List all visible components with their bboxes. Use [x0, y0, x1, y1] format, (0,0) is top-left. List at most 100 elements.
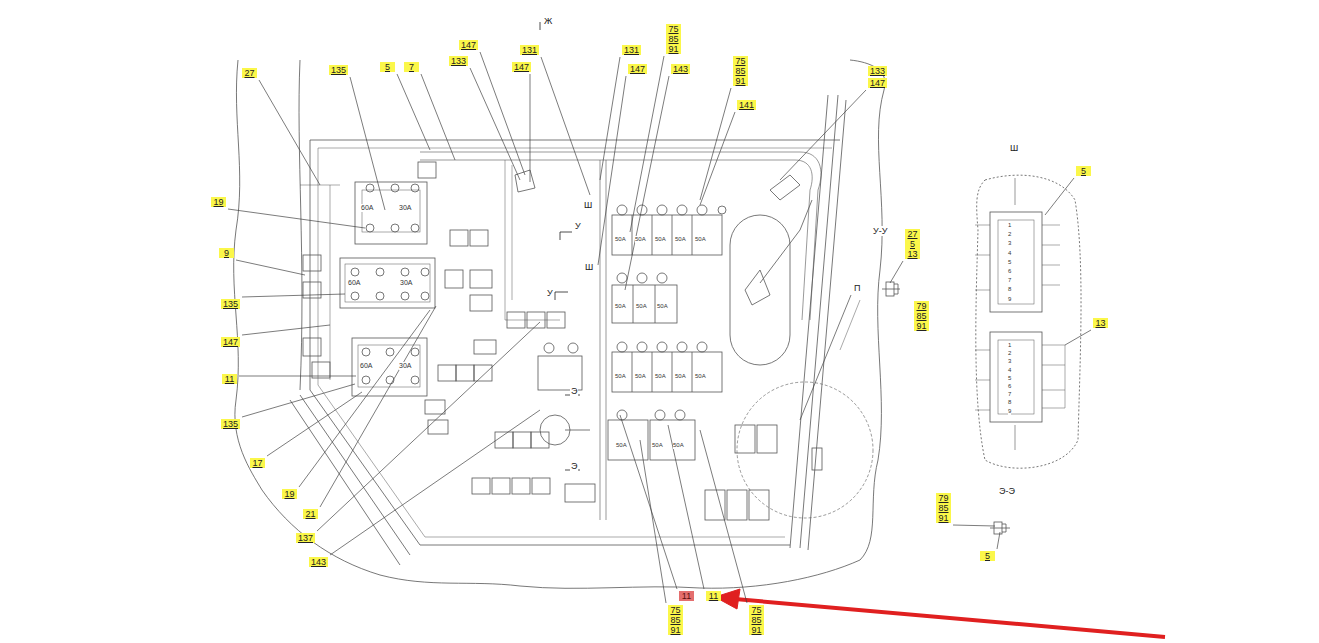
rating-text: 30A [399, 362, 411, 370]
callout-number: 19 [282, 489, 297, 499]
leader-line [800, 295, 851, 420]
callout-number: 11 [706, 591, 721, 601]
leader-line [953, 525, 995, 526]
callout-number: 5 [1076, 166, 1091, 176]
callout-number: 131 [520, 45, 539, 55]
leader-line [350, 77, 385, 210]
callout-number: 135 [221, 419, 240, 429]
callout-number: 85 [936, 503, 951, 513]
pin-number: 50A [616, 442, 627, 449]
pin-number: 50A [673, 442, 684, 449]
pin-number: 50A [635, 236, 646, 243]
leader-line [267, 392, 362, 456]
callout-number: 147 [512, 62, 531, 72]
callout-number: 5 [980, 551, 995, 561]
view-letter: У [574, 221, 582, 231]
leader-line [470, 68, 520, 180]
leader-line [620, 415, 677, 589]
leader-line [541, 57, 590, 195]
pin-number: 50A [636, 303, 647, 310]
leader-line [330, 410, 540, 555]
pin-number: 50A [652, 442, 663, 449]
callout-number: 147 [459, 40, 478, 50]
view-letter: Э [570, 386, 578, 396]
callout-number: 91 [749, 625, 764, 635]
callout-number: 27 [905, 229, 920, 239]
pin-number: 3 [1008, 358, 1011, 365]
callout-number: 133 [868, 66, 887, 76]
callout-number: 91 [668, 625, 683, 635]
callout-number: 147 [868, 78, 887, 88]
view-letter: П [853, 283, 861, 293]
callout-number: 13 [1093, 318, 1108, 328]
leader-line [1045, 178, 1074, 215]
pin-number: 4 [1008, 367, 1011, 374]
pin-number: 50A [695, 236, 706, 243]
pin-number: 3 [1008, 240, 1011, 247]
pin-number: 50A [615, 373, 626, 380]
callout-number: 133 [449, 56, 468, 66]
leader-line [890, 261, 903, 283]
callout-number: 85 [733, 66, 748, 76]
pin-number: 50A [615, 303, 626, 310]
callout-number: 75 [749, 605, 764, 615]
leader-line [700, 88, 731, 200]
callout-number: 27 [242, 68, 257, 78]
pin-number: 1 [1008, 342, 1011, 349]
leader-line [625, 76, 669, 290]
pin-number: 1 [1008, 222, 1011, 229]
callout-number: 19 [211, 197, 226, 207]
leader-line [630, 56, 664, 232]
callout-number: 131 [622, 45, 641, 55]
view-letter: Ш [1009, 143, 1019, 153]
pin-number: 50A [655, 373, 666, 380]
leader-line [640, 440, 666, 603]
callout-number: 135 [221, 299, 240, 309]
pin-number: 9 [1008, 408, 1011, 415]
rating-text: 30A [399, 204, 411, 212]
callout-number: 5 [905, 239, 920, 249]
view-letter: Ж [543, 16, 553, 26]
view-letter: У [546, 288, 554, 298]
leader-line [228, 209, 365, 228]
callout-number: 75 [668, 605, 683, 615]
callout-number: 91 [666, 44, 681, 54]
leader-line [1065, 330, 1091, 345]
callout-number: 135 [329, 65, 348, 75]
leader-line [299, 310, 430, 487]
leader-line [780, 90, 866, 180]
leader-line [317, 322, 540, 531]
pin-number: 7 [1008, 277, 1011, 284]
callout-number: 143 [671, 64, 690, 74]
leader-line [259, 80, 320, 185]
callout-number: 147 [221, 337, 240, 347]
leader-line [242, 325, 330, 335]
callout-number: 137 [296, 533, 315, 543]
callout-number: 17 [250, 458, 265, 468]
pin-number: 6 [1008, 268, 1011, 275]
callout-number: 147 [628, 64, 647, 74]
view-letter: Э [570, 461, 578, 471]
leader-line [242, 384, 355, 417]
rating-text: 60A [360, 362, 372, 370]
callout-number: 85 [666, 34, 681, 44]
callout-number: 9 [219, 248, 234, 258]
callout-number: 143 [309, 557, 328, 567]
view-letter: Ш [584, 262, 594, 272]
leader-line [320, 306, 436, 507]
pin-number: 7 [1008, 391, 1011, 398]
callout-number: 91 [914, 321, 929, 331]
callout-number: 79 [914, 301, 929, 311]
leader-line [242, 294, 345, 297]
leader-line [236, 260, 305, 275]
callout-number: 85 [914, 311, 929, 321]
callout-number: 7 [404, 62, 419, 72]
callout-number: 5 [380, 62, 395, 72]
pin-number: 50A [615, 236, 626, 243]
view-letter: Ш [583, 200, 593, 210]
highlighted-callout: 11 [679, 591, 694, 601]
leader-line [700, 112, 735, 205]
